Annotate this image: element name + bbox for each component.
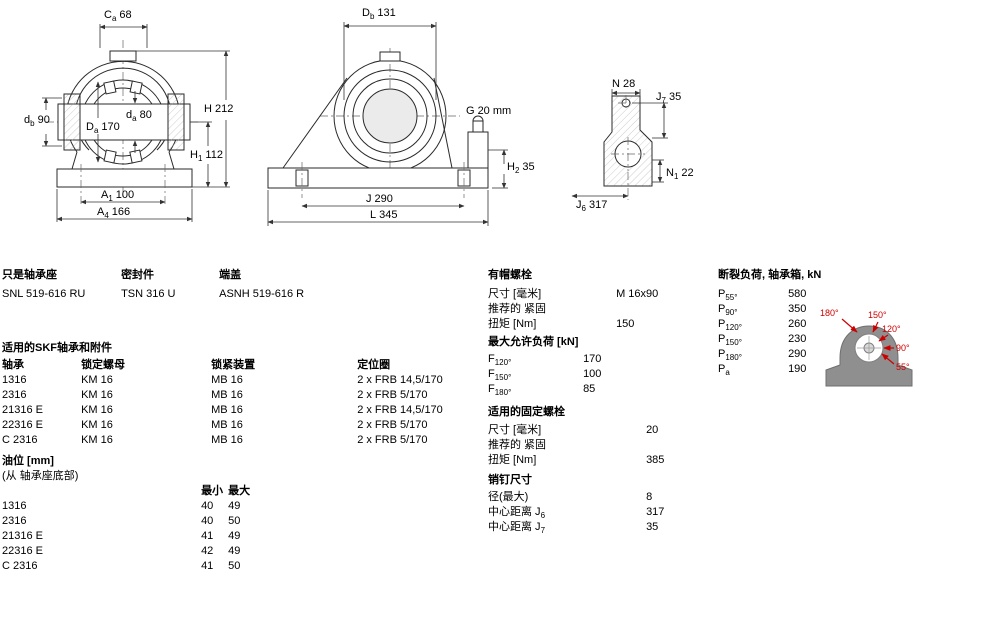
table-row: 1316 KM 16 MB 16 2 x FRB 14,5/170 xyxy=(2,374,443,386)
angle-90-label: 90° xyxy=(896,343,910,353)
cap-bolt-torque-value: 150 xyxy=(616,318,635,330)
cap-bolt-rec-label: 推荐的 紧固 xyxy=(488,303,547,315)
breaking-load-title: 断裂负荷, 轴承箱, kN xyxy=(718,269,822,281)
cap-bolt-size-label: 尺寸 [毫米] xyxy=(488,288,542,300)
table-row: P150° 230 xyxy=(718,333,807,348)
seal-left xyxy=(63,93,81,151)
table-row: F120° 170 xyxy=(488,353,602,368)
table-row: 中心距离 J7 35 xyxy=(488,521,659,536)
table-row: 22316 E KM 16 MB 16 2 x FRB 5/170 xyxy=(2,419,428,431)
max-load-section: 最大允许负荷 [kN] F120° 170 F150° 100 F180° 85 xyxy=(488,335,601,397)
grease-fitting-boss xyxy=(467,131,489,169)
attachment-rec-label: 推荐的 紧固 xyxy=(488,439,547,451)
pin-dimensions-title: 销钉尺寸 xyxy=(488,474,532,486)
col-min: 最小 xyxy=(201,485,224,497)
col-locknut: 锁定螺母 xyxy=(81,359,126,371)
table-row: 2316 40 50 xyxy=(2,515,241,527)
table-row: P120° 260 xyxy=(718,318,807,333)
table-row: F180° 85 xyxy=(488,383,596,398)
load-direction-diagram: 180° 150° 120° 90° 55° xyxy=(820,308,913,387)
pin-dimensions-section: 销钉尺寸 径(最大) 8 中心距离 J6 317 中心距离 J7 35 xyxy=(488,473,664,535)
table-row: 22316 E 42 49 xyxy=(2,545,241,557)
table-row: 径(最大) 8 xyxy=(488,491,653,503)
bearing-table: 适用的SKF轴承和附件 轴承 锁定螺母 锁紧装置 定位圈 1316 KM 16 … xyxy=(2,341,443,448)
max-load-title: 最大允许负荷 [kN] xyxy=(488,336,579,348)
cap-bolt-size-value: M 16x90 xyxy=(616,288,659,300)
angle-120-label: 120° xyxy=(882,324,901,334)
table-row: C 2316 41 50 xyxy=(2,560,241,572)
table-row: P55° 580 xyxy=(718,288,807,303)
table-row: 1316 40 49 xyxy=(2,500,241,512)
end-cover-header: 端盖 xyxy=(219,269,242,281)
attachment-torque-value: 385 xyxy=(646,454,665,466)
product-summary: 只是轴承座 密封件 端盖 SNL 519-616 RU TSN 316 U AS… xyxy=(2,268,304,302)
attachment-size-label: 尺寸 [毫米] xyxy=(488,424,542,436)
table-row: P180° 290 xyxy=(718,348,807,363)
table-row: 中心距离 J6 317 xyxy=(488,506,665,521)
table-row: Pa 190 xyxy=(718,363,807,378)
table-row: C 2316 KM 16 MB 16 2 x FRB 5/170 xyxy=(2,434,428,446)
oil-level-title: 油位 [mm] xyxy=(2,455,54,467)
seal-header: 密封件 xyxy=(121,269,155,281)
grease-nipple xyxy=(472,120,484,133)
cap-bolt-torque-label: 扭矩 [Nm] xyxy=(488,318,537,330)
attachment-torque-label: 扭矩 [Nm] xyxy=(488,454,537,466)
col-ring: 定位圈 xyxy=(357,359,391,371)
breaking-load-section: 断裂负荷, 轴承箱, kN P55° 580 P90° 350 P120° 26… xyxy=(718,268,821,377)
seal-designation: TSN 316 U xyxy=(121,288,176,300)
oil-level-table: 油位 [mm] (从 轴承座底部) 最小 最大 1316 40 49 2316 … xyxy=(2,454,250,574)
table-row: F150° 100 xyxy=(488,368,602,383)
col-bearing: 轴承 xyxy=(2,359,24,371)
housing-designation: SNL 519-616 RU xyxy=(2,288,86,300)
housing-only-header: 只是轴承座 xyxy=(2,269,57,281)
table-row: 21316 E 41 49 xyxy=(2,530,241,542)
angle-55-label: 55° xyxy=(896,362,910,372)
cap-bolts-section: 有帽螺栓 尺寸 [毫米] M 16x90 推荐的 紧固 扭矩 [Nm] 150 xyxy=(488,268,658,332)
angle-180-label: 180° xyxy=(820,308,839,318)
col-max: 最大 xyxy=(228,485,251,497)
table-row: P90° 350 xyxy=(718,303,807,318)
table-row: 21316 E KM 16 MB 16 2 x FRB 14,5/170 xyxy=(2,404,443,416)
col-lockdevice: 锁紧装置 xyxy=(211,359,256,371)
angle-150-label: 150° xyxy=(868,310,887,320)
seal-right xyxy=(167,93,185,151)
end-cover-designation: ASNH 519-616 R xyxy=(219,288,305,300)
oil-level-subtitle: (从 轴承座底部) xyxy=(2,470,79,482)
attachment-size-value: 20 xyxy=(646,424,659,436)
bearing-table-title: 适用的SKF轴承和附件 xyxy=(2,342,112,354)
attachment-bolts-title: 适用的固定螺栓 xyxy=(488,406,565,418)
table-row: 2316 KM 16 MB 16 2 x FRB 5/170 xyxy=(2,389,428,401)
cap-bolts-title: 有帽螺栓 xyxy=(488,269,532,281)
attachment-bolts-section: 适用的固定螺栓 尺寸 [毫米] 20 推荐的 紧固 扭矩 [Nm] 385 xyxy=(488,405,664,468)
